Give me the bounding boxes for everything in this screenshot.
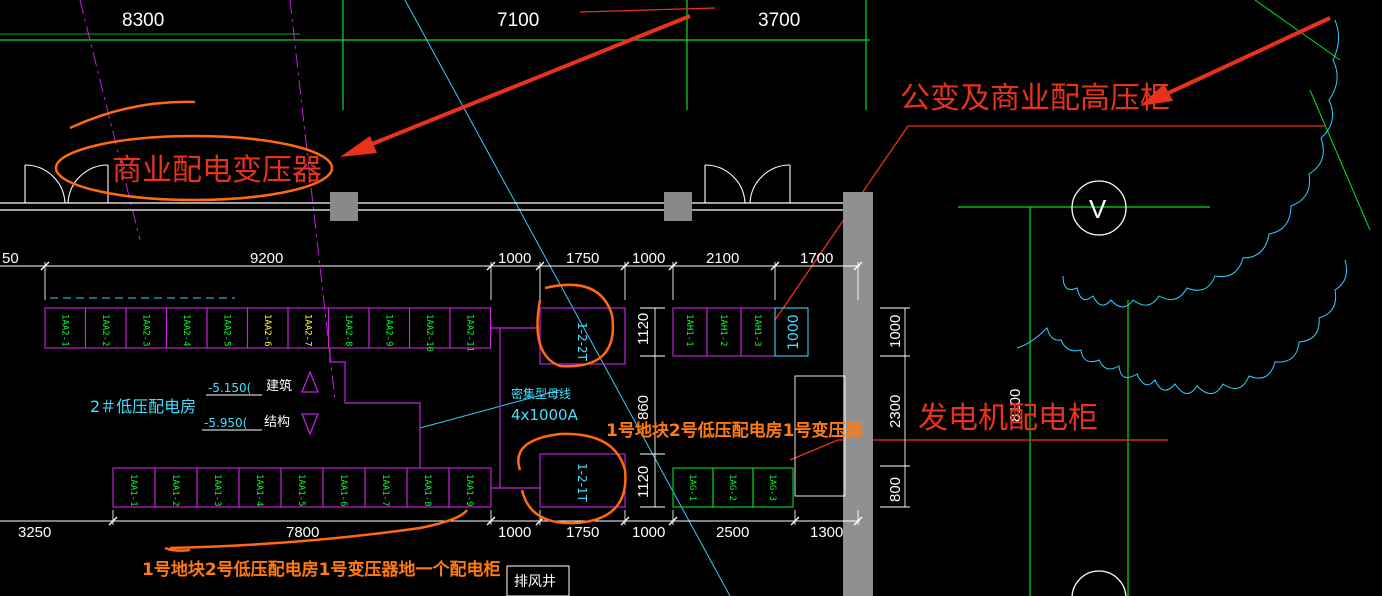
dim-upper-6: 1700 [800,250,833,267]
right-upper-cabinet-label: 1AH1-2 [718,314,728,347]
red-leader-lines [579,7,1325,461]
revision-cloud [1062,19,1339,308]
upper-row-cabinet-label: 1AA2-6 [262,314,272,347]
lower-row-cabinet-label: 1AA1-2 [170,474,180,507]
dim-vfar-0: 8100 [1007,389,1024,422]
room-label: 2＃低压配电房 [90,397,196,416]
upper-row-cabinet-label: 1AA2-4 [181,314,191,347]
level-struct-label: 结构 [264,415,290,430]
dim-vmid-1: 860 [635,395,652,420]
axis-circle-v-label: V [1089,194,1107,224]
upper-row-cabinet-label: 1AA2-1 [59,314,69,347]
busbar-connectors [329,327,540,489]
annotation-hv-cabinet: 公变及商业配高压柜 [900,81,1170,116]
annotation-commercial-transformer: 商业配电变压器 [112,153,322,188]
level-struct-icon [301,413,319,436]
dim-vright-0: 1000 [887,315,904,348]
dim-upper-4: 1000 [632,250,665,267]
dim-upper-1: 9200 [250,250,283,267]
dashed-reference-lines [79,0,336,401]
lower-row-cabinet-label: 1AA1-8 [422,474,432,507]
dim-top-2: 7100 [497,10,539,31]
cabinet-row-upper: 1AA2-1 1AA2-2 1AA2-3 1AA2-4 1AA2-5 1AA2-6 1AA2… [44,307,492,352]
dim-lower-4: 1000 [632,524,665,541]
box-1000-label: 1000 [786,314,802,350]
dim-upper-5: 2100 [706,250,739,267]
dim-upper-3: 1750 [566,250,599,267]
cabinet-row-right-lower: 1AG-1 1AG-2 1AG-3 [672,467,794,508]
upper-row-cabinet-label: 1AA2-10 [424,314,434,352]
lower-row-cabinet-label: 1AA1-4 [254,474,264,507]
lower-row-cabinet-label: 1AA1-7 [380,474,390,507]
dimension-lines [0,262,910,525]
dim-lower-2: 1000 [498,524,531,541]
upper-row-cabinet-label: 1AA2-8 [343,314,353,347]
dim-lower-1: 7800 [286,524,319,541]
right-lower-cabinet-label: 1AG-2 [727,474,737,501]
doors [24,164,791,204]
level-arch-value: -5.150( [208,381,251,395]
cabinet-row-lower: 1AA1-1 1AA1-2 1AA1-3 1AA1-4 1AA1-5 1AA1-6 1AA1… [112,467,492,508]
dim-lower-5: 2500 [716,524,749,541]
lower-row-cabinet-label: 1AA1-9 [464,474,474,507]
cabinet-row-right-upper: 1AH1-1 1AH1-2 1AH1-3 [672,307,776,357]
lower-row-cabinet-label: 1AA1-6 [338,474,348,507]
upper-row-cabinet-label: 1AA2-5 [221,314,231,347]
building-walls: 排风井 [0,192,873,596]
annotation-transformer-note: 1号地块2号低压配电房1号变压器 [606,420,863,441]
revision-cloud-lower [1016,259,1348,394]
upper-row-cabinet-label: 1AA2-3 [140,314,150,347]
upper-row-cabinet-label: 1AA2-2 [100,314,110,347]
busbar-label-2: 4x1000A [511,406,579,424]
dim-lower-6: 1300 [810,524,843,541]
busbar-label-1: 密集型母线 [511,386,571,401]
dim-vright-1: 2300 [887,395,904,428]
right-upper-cabinet-label: 1AH1-1 [684,314,694,347]
upper-row-cabinet-label: 1AA2-7 [302,314,312,347]
dim-vmid-2: 1120 [635,466,652,498]
level-arch-icon [301,370,319,393]
lower-row-cabinet-label: 1AA1-3 [212,474,222,507]
right-lower-cabinet-label: 1AG-3 [767,474,777,501]
upper-row-cabinet[interactable] [449,307,492,349]
upper-row-cabinet-label: 1AA2-11 [464,314,474,352]
upper-row-cabinet-label: 1AA2-9 [383,314,393,347]
transformer-upper-label: 1-2-2T [575,322,589,362]
axis-circle-bottom [1071,570,1127,596]
axis-circle-v [1071,180,1127,236]
annotation-cabinet-note: 1号地块2号低压配电房1号变压器地一个配电柜 [142,559,501,580]
box-1000[interactable] [774,307,809,357]
lower-row-cabinet[interactable] [448,467,492,508]
dim-upper-2: 1000 [498,250,531,267]
level-struct-value: -5.950( [204,416,247,430]
annotation-generator-cabinet: 发电机配电柜 [918,401,1098,436]
hand-drawn-marks [54,100,627,552]
right-upper-cabinet-label: 1AH1-3 [752,314,762,347]
level-arch-label: 建筑 [266,378,292,394]
cyan-guide-lines [50,0,731,596]
dim-upper-0: 50 [2,250,19,267]
vent-shaft-label: 排风井 [514,574,556,590]
dim-vmid-0: 1120 [635,313,652,345]
transformer-lower-label: 1-2-1T [575,463,589,503]
dim-lower-3: 1750 [566,524,599,541]
dim-lower-0: 3250 [18,524,51,541]
annotation-arrows [340,14,1331,157]
lower-row-cabinet-label: 1AA1-5 [296,474,306,507]
right-lower-cabinet[interactable] [752,467,794,508]
dim-top-1: 8300 [122,10,164,31]
dimension-ticks [40,261,863,526]
right-lower-cabinet-label: 1AG-1 [687,474,697,501]
lower-row-cabinet-label: 1AA1-1 [128,474,138,507]
dim-vright-2: 800 [887,477,904,502]
dim-top-3: 3700 [758,10,800,31]
